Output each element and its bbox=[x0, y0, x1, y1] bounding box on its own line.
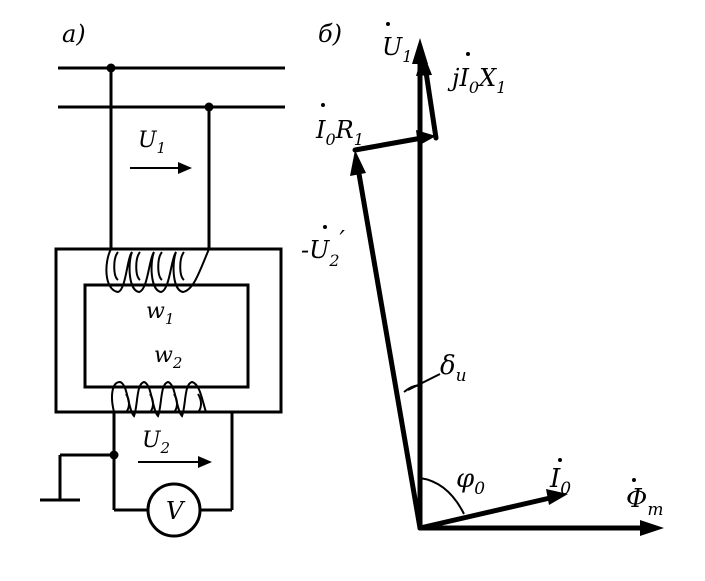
i0-vector-arrowhead bbox=[546, 489, 568, 505]
j-i0-x1-vector bbox=[423, 69, 439, 141]
panel-b-label: б) bbox=[318, 20, 342, 48]
j-i0-x1-label: jI0X1 bbox=[447, 64, 506, 97]
voltmeter-label: V bbox=[166, 497, 186, 525]
phi-m-dot bbox=[632, 478, 636, 482]
phi0-label: φ0 bbox=[456, 464, 485, 499]
u2-label: U2 bbox=[142, 428, 170, 457]
i0-vector bbox=[417, 495, 553, 531]
i0-r1-arrowhead bbox=[416, 130, 436, 146]
phi0-arc bbox=[419, 477, 465, 515]
panel-a-label: a) bbox=[62, 20, 86, 48]
i0-r1-dot bbox=[321, 103, 325, 107]
u1-arrowhead bbox=[178, 162, 192, 174]
w2-label: w2 bbox=[154, 343, 182, 372]
minus-u2-prime-vector bbox=[355, 165, 423, 531]
i0-vector-label: I0 bbox=[549, 464, 571, 499]
primary-winding bbox=[105, 248, 210, 294]
phasor-diagram: б) U1 -U2′ I0R1 jI0X1 δu φ0 I0 bbox=[301, 20, 664, 536]
minus-u2-prime-arrowhead bbox=[350, 150, 366, 176]
minus-u2-prime-dot bbox=[323, 225, 327, 229]
delta-u-label: δu bbox=[440, 351, 467, 386]
delta-u-leader bbox=[407, 373, 441, 391]
u1-vector-dot bbox=[386, 22, 390, 26]
transformer-core-window bbox=[83, 283, 250, 389]
u2-arrowhead bbox=[198, 456, 212, 468]
u1-label: U1 bbox=[138, 128, 166, 157]
phi-m-label: Φm bbox=[626, 484, 663, 520]
voltmeter-icon bbox=[146, 482, 202, 538]
secondary-winding bbox=[111, 380, 207, 418]
j-i0-x1-dot bbox=[466, 52, 470, 56]
i0-r1-label: I0R1 bbox=[315, 116, 364, 149]
transformer-core-outer bbox=[54, 247, 283, 414]
j-i0-x1-arrowhead bbox=[416, 52, 432, 76]
phi-m-arrowhead bbox=[640, 520, 664, 536]
i0-r1-vector bbox=[352, 135, 425, 153]
i0-vector-dot bbox=[558, 458, 562, 462]
circuit-diagram: a) U1 w1 w2 bbox=[40, 20, 285, 538]
u1-vector-label: U1 bbox=[382, 33, 412, 66]
w1-label: w1 bbox=[146, 299, 174, 328]
minus-u2-prime-label: -U2′ bbox=[301, 226, 346, 270]
